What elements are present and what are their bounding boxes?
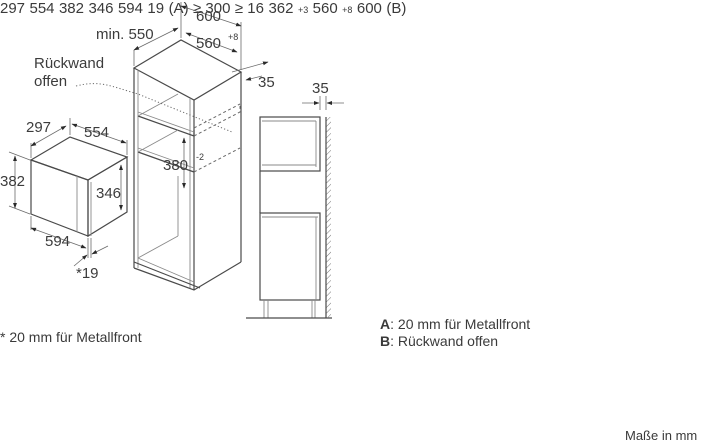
dim-19-right: 19 — [147, 0, 165, 17]
dim-594-right: 594 — [117, 0, 143, 17]
dim-35-back: 35 — [258, 74, 275, 91]
dim-560: 560 — [196, 35, 221, 52]
label-offen: offen — [34, 73, 67, 90]
legend-b: B: Rückwand offen — [380, 333, 498, 349]
legend-b-key: B — [380, 333, 391, 349]
dim-346-right: 346 — [88, 0, 114, 17]
dim-600-right: 600 — [356, 0, 382, 17]
dim-346-left: 346 — [96, 185, 121, 202]
microwave-left — [8, 118, 129, 267]
marker-b: (B) — [386, 0, 407, 17]
dim-297-right: 297 — [0, 0, 26, 17]
dim-380-tol: -2 — [196, 152, 204, 162]
dim-min-550: min. 550 — [96, 26, 154, 43]
dim-16: ≥ 16 — [234, 0, 264, 17]
footnote-metallfront: * 20 mm für Metallfront — [0, 329, 142, 345]
legend-b-text: : Rückwand offen — [390, 333, 499, 349]
dim-362-tol: +3 — [297, 5, 309, 15]
dim-362: 362 — [268, 0, 294, 17]
legend-a-key: A — [380, 316, 391, 332]
label-rueckwand: Rückwand — [34, 55, 104, 72]
side-view — [246, 96, 344, 319]
dim-380: 380 — [163, 157, 188, 174]
dim-554-left: 554 — [84, 124, 109, 141]
dim-600-top: 600 — [196, 8, 221, 25]
dim-382-left: 382 — [0, 173, 25, 190]
dim-560-tol: +8 — [228, 32, 238, 42]
dim-35-side: 35 — [312, 80, 329, 97]
dim-560-right: 560 — [312, 0, 338, 17]
dim-297-left: 297 — [26, 119, 51, 136]
legend-a: A: 20 mm für Metallfront — [380, 316, 530, 332]
units-note: Maße in mm — [625, 428, 698, 443]
dim-19-left: *19 — [76, 265, 99, 282]
dim-382-right: 382 — [58, 0, 84, 17]
dim-594-left: 594 — [45, 233, 70, 250]
tall-cabinet — [132, 2, 269, 291]
back-open-leader — [75, 83, 233, 133]
legend-a-text: : 20 mm für Metallfront — [390, 316, 531, 332]
dim-554-right: 554 — [29, 0, 55, 17]
dim-560-right-tol: +8 — [342, 5, 353, 15]
